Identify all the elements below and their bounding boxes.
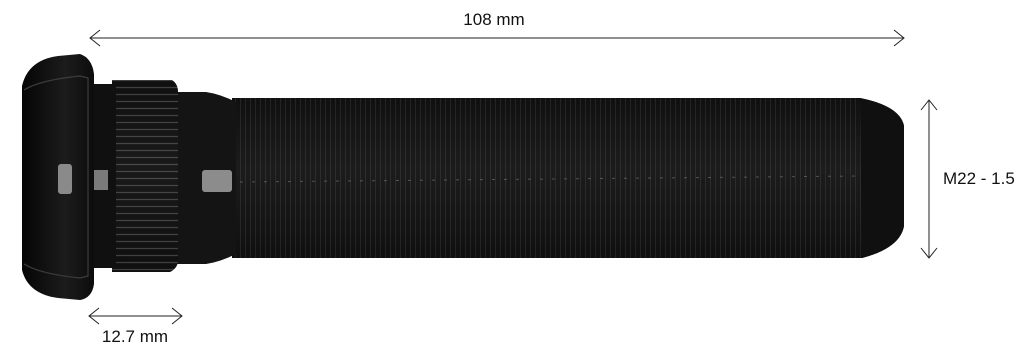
shaft-tip-chamfer: [860, 98, 904, 258]
wheel-stud: [22, 54, 904, 300]
length-dimension: 108 mm: [89, 10, 905, 47]
head-highlight: [58, 164, 72, 194]
knurl-shading: [112, 80, 178, 272]
shaft-highlight-streak: [239, 175, 861, 183]
knurl-label: 12.7 mm: [102, 327, 168, 345]
thread-dimension: M22 - 1.5: [920, 99, 1015, 259]
knurl-dimension: 12.7 mm: [88, 307, 183, 345]
head-rim: [23, 75, 89, 279]
neck-highlight: [94, 170, 108, 190]
length-label: 108 mm: [463, 10, 524, 29]
shaft-shading: [232, 98, 904, 258]
thread-label: M22 - 1.5: [943, 169, 1015, 188]
shoulder-highlight: [202, 170, 232, 192]
